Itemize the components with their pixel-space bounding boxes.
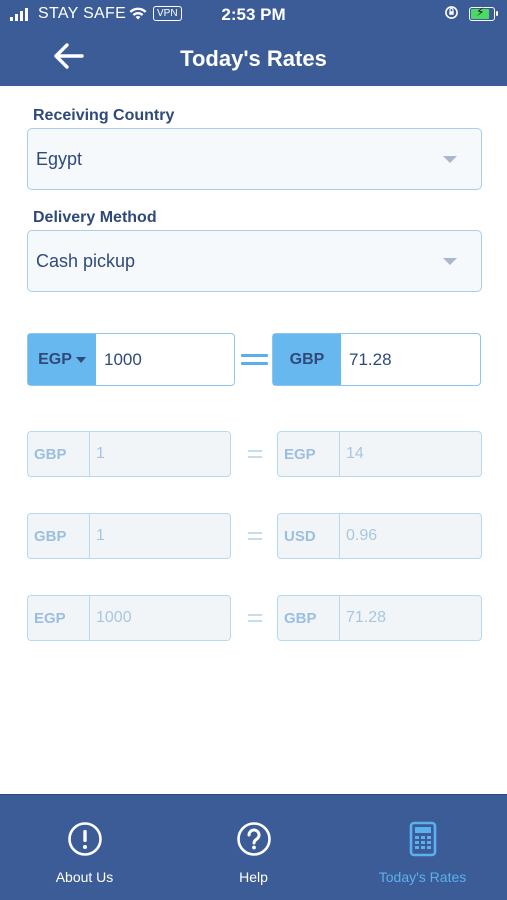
battery-charging-icon: ⚡ [469, 5, 498, 21]
rate-currency: GBP [278, 596, 340, 640]
from-currency-dropdown[interactable]: EGP [28, 334, 96, 385]
help-icon [236, 822, 271, 856]
clock: 2:53 PM [221, 5, 286, 24]
delivery-method-select[interactable]: Cash pickup [27, 230, 482, 292]
receiving-country-label: Receiving Country [33, 107, 175, 124]
signal-icon [10, 7, 28, 21]
to-amount-field: 71.28 [349, 349, 392, 369]
status-bar: STAY SAFE VPN 2:53 PM ⚡ [0, 0, 507, 30]
rate-amount: 1 [96, 445, 105, 462]
app-header: STAY SAFE VPN 2:53 PM ⚡ Today's Rates [0, 0, 507, 86]
receiving-country-value: Egypt [36, 148, 83, 169]
rate-row-3-from: EGP 1000 [27, 595, 231, 641]
equals-icon [248, 614, 262, 623]
rate-amount: 1 [96, 527, 105, 544]
rate-currency: EGP [278, 432, 340, 476]
to-currency-code: GBP [273, 334, 341, 385]
rate-row-1-to: EGP 14 [277, 431, 482, 477]
tab-bar: About Us Help Today's Rates [0, 794, 507, 900]
from-currency-code: EGP [38, 350, 72, 368]
from-amount-input[interactable]: 1000 [104, 349, 142, 369]
rate-amount: 1000 [96, 609, 132, 626]
rate-currency: USD [278, 514, 340, 558]
tab-help[interactable]: Help [169, 795, 338, 900]
receiving-country-select[interactable]: Egypt [27, 128, 482, 190]
equals-icon [241, 354, 268, 366]
page-title: Today's Rates [180, 46, 327, 71]
rate-row-2-from: GBP 1 [27, 513, 231, 559]
tab-label: Help [239, 869, 268, 885]
to-converter: GBP 71.28 [272, 333, 481, 386]
chevron-down-icon [443, 258, 457, 265]
delivery-method-label: Delivery Method [33, 209, 157, 226]
info-icon [67, 822, 102, 856]
caret-down-icon [75, 357, 86, 363]
rate-row-3-to: GBP 71.28 [277, 595, 482, 641]
rate-amount: 14 [346, 445, 364, 462]
tab-todays-rates[interactable]: Today's Rates [338, 795, 507, 900]
wifi-icon [128, 6, 148, 25]
rate-currency: GBP [28, 514, 90, 558]
back-button[interactable] [52, 40, 88, 72]
rate-currency: EGP [28, 596, 90, 640]
chevron-down-icon [443, 156, 457, 163]
delivery-method-value: Cash pickup [36, 250, 136, 271]
equals-icon [248, 450, 262, 459]
rate-amount: 71.28 [346, 609, 387, 626]
from-converter: EGP 1000 [27, 333, 235, 386]
rate-amount: 0.96 [346, 527, 378, 544]
equals-icon [248, 532, 262, 541]
calculator-icon [409, 821, 436, 857]
back-arrow-icon [54, 43, 84, 69]
rate-row-2-to: USD 0.96 [277, 513, 482, 559]
vpn-badge: VPN [153, 6, 182, 21]
rate-row-1-from: GBP 1 [27, 431, 231, 477]
tab-label: About Us [55, 869, 114, 885]
tab-label: Today's Rates [378, 869, 467, 885]
rotation-lock-icon [444, 5, 459, 24]
tab-about-us[interactable]: About Us [0, 795, 169, 900]
carrier-name: STAY SAFE [38, 5, 127, 22]
rate-currency: GBP [28, 432, 90, 476]
